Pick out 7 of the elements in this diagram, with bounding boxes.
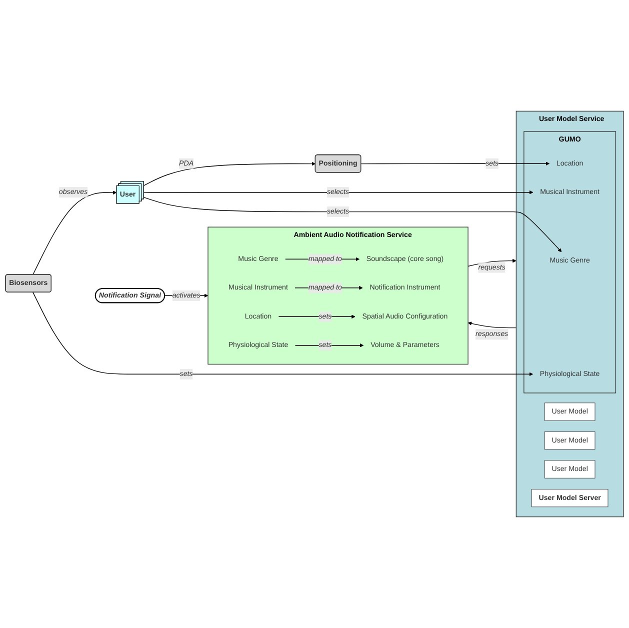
arrow	[360, 162, 550, 166]
arrow	[143, 196, 562, 252]
arrow	[143, 162, 316, 186]
arrow	[468, 322, 517, 328]
arrow	[143, 190, 534, 194]
arrow	[32, 190, 117, 275]
arrow	[278, 314, 356, 319]
